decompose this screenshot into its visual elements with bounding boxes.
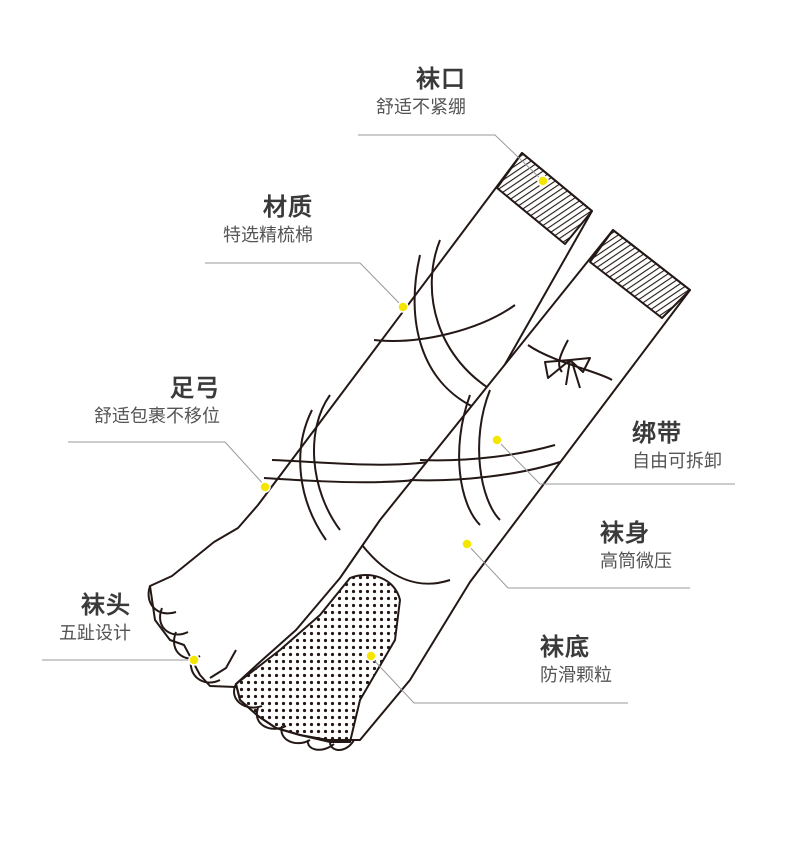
callout-sole: 袜底 防滑颗粒 xyxy=(540,632,612,688)
callout-toe-sub: 五趾设计 xyxy=(59,623,131,644)
callout-strap-title: 绑带 xyxy=(632,419,682,447)
callout-arch-title: 足弓 xyxy=(170,374,220,402)
anti-slip-sole xyxy=(235,574,401,743)
marker-toe xyxy=(188,654,200,666)
callout-material-sub: 特选精梳棉 xyxy=(223,225,313,246)
callout-body: 袜身 高筒微压 xyxy=(600,518,672,574)
marker-cuff xyxy=(537,175,549,187)
callout-strap-sub: 自由可拆卸 xyxy=(632,451,722,472)
callout-material: 材质 特选精梳棉 xyxy=(205,192,313,248)
leader-sole xyxy=(369,655,628,704)
callout-cuff-title: 袜口 xyxy=(416,65,466,93)
marker-arch xyxy=(259,481,271,493)
callout-toe: 袜头 五趾设计 xyxy=(45,590,131,646)
callout-sole-title: 袜底 xyxy=(540,633,590,661)
callout-arch-sub: 舒适包裹不移位 xyxy=(94,406,220,427)
leader-arch xyxy=(68,441,266,487)
callout-arch: 足弓 舒适包裹不移位 xyxy=(68,373,220,429)
leader-body xyxy=(466,543,690,589)
callout-body-title: 袜身 xyxy=(600,519,650,547)
callout-strap: 绑带 自由可拆卸 xyxy=(632,418,722,474)
leader-material xyxy=(205,262,403,307)
marker-dots xyxy=(188,175,549,666)
callout-sole-sub: 防滑颗粒 xyxy=(540,665,612,686)
callout-cuff: 袜口 舒适不紧绷 xyxy=(358,64,466,120)
callout-toe-title: 袜头 xyxy=(81,591,131,619)
marker-strap xyxy=(491,434,503,446)
leader-lines xyxy=(42,134,735,704)
marker-material xyxy=(397,301,409,313)
leader-cuff xyxy=(358,134,543,181)
right-sock xyxy=(233,229,691,751)
marker-sole xyxy=(365,650,377,662)
callout-cuff-sub: 舒适不紧绷 xyxy=(376,97,466,118)
marker-body xyxy=(461,538,473,550)
right-cuff-rib xyxy=(589,229,691,319)
left-cuff-rib xyxy=(496,152,593,245)
callout-body-sub: 高筒微压 xyxy=(600,551,672,572)
leader-strap xyxy=(496,439,735,485)
callout-material-title: 材质 xyxy=(263,193,313,221)
